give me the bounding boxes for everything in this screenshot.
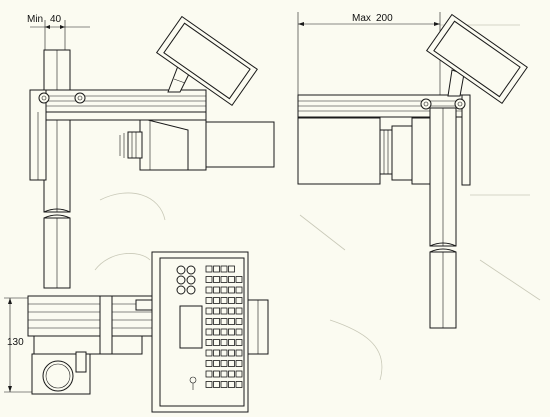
key-switch-icon: [189, 376, 197, 390]
keypad-key: [220, 339, 228, 346]
keypad-key: [220, 370, 228, 378]
clamp-bolts: [38, 92, 86, 104]
keypad-key: [235, 297, 243, 304]
keypad-key: [205, 307, 213, 315]
keypad-key: [235, 349, 243, 357]
keypad-key: [205, 381, 213, 388]
bottom-clamp: [31, 351, 91, 395]
keypad-key: [205, 286, 213, 294]
keypad-key: [228, 328, 235, 336]
print-head-right: [297, 117, 433, 185]
keypad-key: [213, 370, 220, 378]
keypad-key: [205, 370, 213, 378]
keypad-key: [228, 339, 235, 346]
keypad-key: [213, 297, 220, 304]
keypad-key: [220, 328, 228, 336]
controller-unit: [155, 15, 258, 107]
min-dimension: Min 40: [27, 14, 90, 50]
keypad-key: [213, 360, 220, 367]
keypad-key: [213, 349, 220, 357]
keypad-key: [235, 286, 243, 294]
keypad-key: [228, 286, 235, 294]
max-value: 200: [376, 13, 393, 24]
keypad-key: [205, 318, 213, 325]
keypad-key: [228, 297, 235, 304]
keypad-key: [205, 328, 213, 336]
max-dimension: Max 200: [297, 12, 441, 95]
max-label: Max: [352, 13, 371, 24]
keypad-key: [213, 286, 220, 294]
keypad-key: [213, 328, 220, 336]
view-min-clearance: Min 40: [27, 14, 275, 289]
keypad-key: [205, 349, 213, 357]
keypad-key: [220, 349, 228, 357]
controller-unit-right: [425, 13, 528, 105]
bottom-rail: [27, 295, 153, 355]
keypad-key: [220, 276, 228, 283]
keypad-key: [220, 265, 228, 273]
keypad-grid: [205, 265, 243, 388]
keypad-key: [235, 276, 243, 283]
keypad-key: [220, 318, 228, 325]
keypad-key: [228, 307, 235, 315]
keypad-key: [235, 307, 243, 315]
keypad-key: [213, 265, 220, 273]
keypad-key: [235, 381, 243, 388]
keypad-key: [213, 307, 220, 315]
mounting-rail: [29, 89, 207, 181]
keypad-key: [213, 318, 220, 325]
keypad-key: [235, 370, 243, 378]
view-top-plan: 130: [4, 251, 269, 413]
min-value: 40: [50, 14, 62, 25]
keypad-key: [235, 318, 243, 325]
keypad-key: [228, 381, 235, 388]
view-max-clearance: Max 200: [297, 12, 528, 329]
keypad-key: [235, 360, 243, 367]
keypad-key: [220, 297, 228, 304]
height-dimension: 130: [4, 297, 34, 393]
keypad-key: [228, 276, 235, 283]
keypad-key: [220, 307, 228, 315]
display-screen: [179, 305, 203, 349]
print-head: [119, 117, 275, 171]
keypad-key: [228, 349, 235, 357]
keypad-key: [228, 318, 235, 325]
keypad-key: [220, 381, 228, 388]
keypad-key: [205, 339, 213, 346]
keypad-key: [205, 265, 213, 273]
clamp-bolts-right: [420, 98, 466, 110]
keypad-key: [213, 381, 220, 388]
keypad-key: [235, 339, 243, 346]
height-value: 130: [7, 337, 24, 348]
keypad-key: [205, 360, 213, 367]
keypad-key: [213, 339, 220, 346]
keypad-key: [228, 360, 235, 367]
keypad-key: [220, 360, 228, 367]
controller-body: [151, 251, 269, 413]
keypad-key: [228, 265, 235, 273]
keypad-key: [235, 328, 243, 336]
keypad-key: [228, 370, 235, 378]
keypad-key: [213, 276, 220, 283]
keypad-key: [205, 297, 213, 304]
keypad-key: [205, 276, 213, 283]
min-label: Min: [27, 14, 43, 25]
keypad-key: [220, 286, 228, 294]
